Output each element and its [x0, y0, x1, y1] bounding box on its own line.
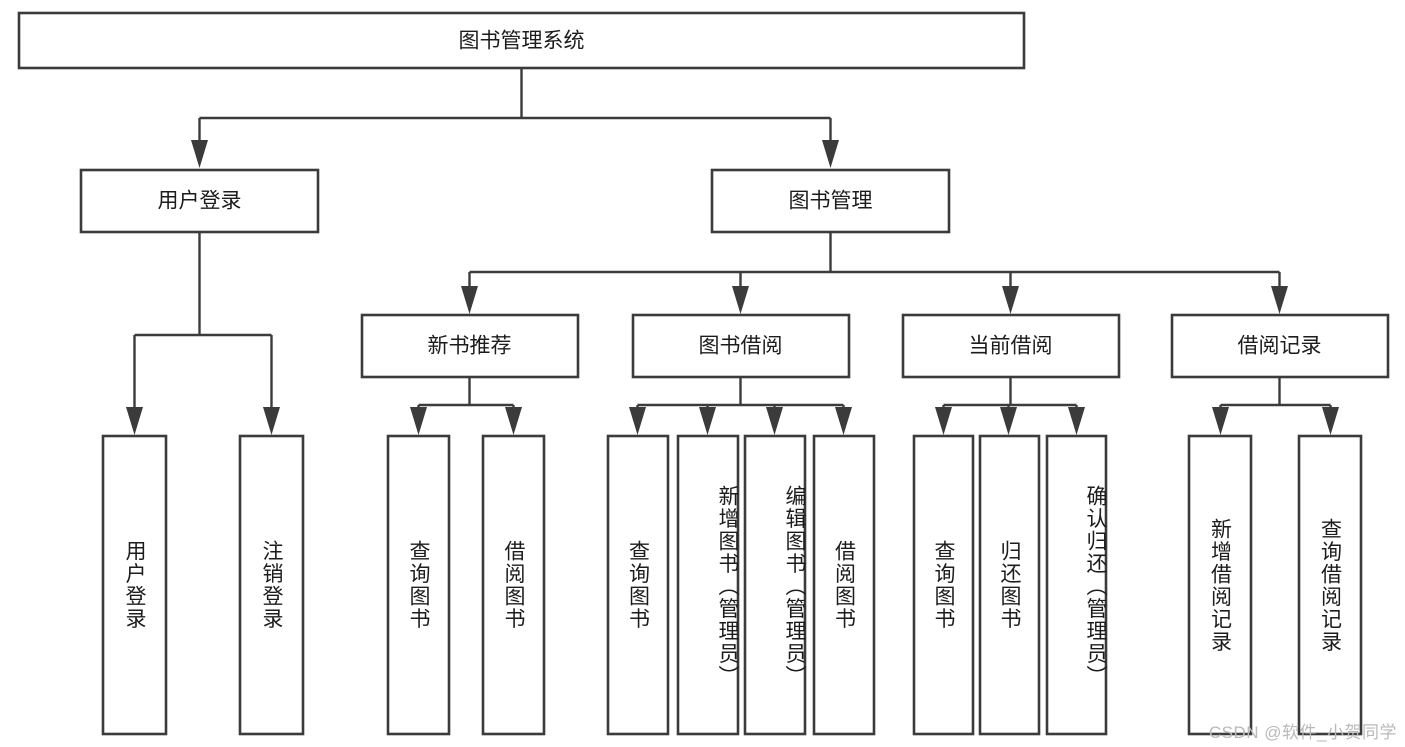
- nodes-layer: 图书管理系统 用户登录 图书管理 新书推荐 图书借阅 当前: [17, 11, 1390, 736]
- node-user-login-box[interactable]: [79, 168, 320, 234]
- arrow-userlogin-c1: [126, 407, 143, 435]
- edges-layer: [126, 68, 1339, 435]
- node-book-borrow-label: 图书借阅: [699, 335, 783, 358]
- leaf-box-newbook-1[interactable]: [386, 434, 451, 736]
- node-borrow-record[interactable]: 借阅记录: [1170, 313, 1390, 379]
- leaf-box-borrow-1[interactable]: [606, 434, 670, 736]
- arrow-record-c1: [1212, 407, 1229, 435]
- node-book-management-label: 图书管理: [789, 190, 873, 213]
- leaf-box-record-1[interactable]: [1187, 434, 1253, 736]
- node-book-management-box[interactable]: [710, 168, 951, 234]
- node-root-label: 图书管理系统: [459, 30, 585, 53]
- arrow-borrow-c3: [766, 407, 783, 435]
- leaf-box-user-login-1[interactable]: [101, 434, 168, 736]
- node-borrow-record-label: 借阅记录: [1238, 335, 1322, 358]
- leaf-box-borrow-4[interactable]: [812, 434, 876, 736]
- leaf-box-record-2[interactable]: [1297, 434, 1363, 736]
- node-user-login-label: 用户登录: [158, 190, 242, 213]
- node-current-borrow[interactable]: 当前借阅: [901, 313, 1121, 379]
- node-current-borrow-label: 当前借阅: [969, 335, 1053, 358]
- node-borrow-record-box[interactable]: [1170, 313, 1390, 379]
- arrow-bookmgmt-c2: [732, 286, 749, 314]
- arrow-borrow-c1: [629, 407, 646, 435]
- node-new-book-recommend[interactable]: 新书推荐: [360, 313, 580, 379]
- node-new-book-recommend-label: 新书推荐: [428, 335, 512, 358]
- arrow-borrow-c2: [699, 407, 716, 435]
- arrow-newbook-c2: [505, 407, 522, 435]
- leaf-box-current-1[interactable]: [912, 434, 975, 736]
- leaf-box-borrow-3[interactable]: [743, 434, 807, 736]
- arrow-record-c2: [1322, 407, 1339, 435]
- arrow-userlogin-c2: [263, 407, 280, 435]
- leaf-box-newbook-2[interactable]: [481, 434, 546, 736]
- leaf-box-user-login-2[interactable]: [238, 434, 305, 736]
- arrow-bookmgmt-c4: [1271, 286, 1288, 314]
- arrow-current-c1: [935, 407, 952, 435]
- node-root[interactable]: 图书管理系统: [17, 11, 1026, 70]
- arrow-borrow-c4: [835, 407, 852, 435]
- leaf-box-current-2[interactable]: [978, 434, 1041, 736]
- arrow-newbook-c1: [410, 407, 427, 435]
- node-new-book-recommend-box[interactable]: [360, 313, 580, 379]
- leaf-box-current-3[interactable]: [1045, 434, 1108, 736]
- node-root-box[interactable]: [17, 11, 1026, 70]
- arrow-root-to-user-login: [191, 140, 208, 168]
- csdn-watermark: CSDN @软件_小贺同学: [1208, 723, 1397, 742]
- arrow-bookmgmt-c1: [461, 286, 478, 314]
- node-user-login[interactable]: 用户登录: [79, 168, 320, 234]
- leaf-box-borrow-2[interactable]: [676, 434, 740, 736]
- arrow-current-c2: [1000, 407, 1017, 435]
- node-book-borrow-box[interactable]: [631, 313, 851, 379]
- node-book-management[interactable]: 图书管理: [710, 168, 951, 234]
- arrow-bookmgmt-c3: [1002, 286, 1019, 314]
- node-current-borrow-box[interactable]: [901, 313, 1121, 379]
- arrow-current-c3: [1068, 407, 1085, 435]
- arrow-root-to-book-mgmt: [822, 140, 839, 168]
- node-book-borrow[interactable]: 图书借阅: [631, 313, 851, 379]
